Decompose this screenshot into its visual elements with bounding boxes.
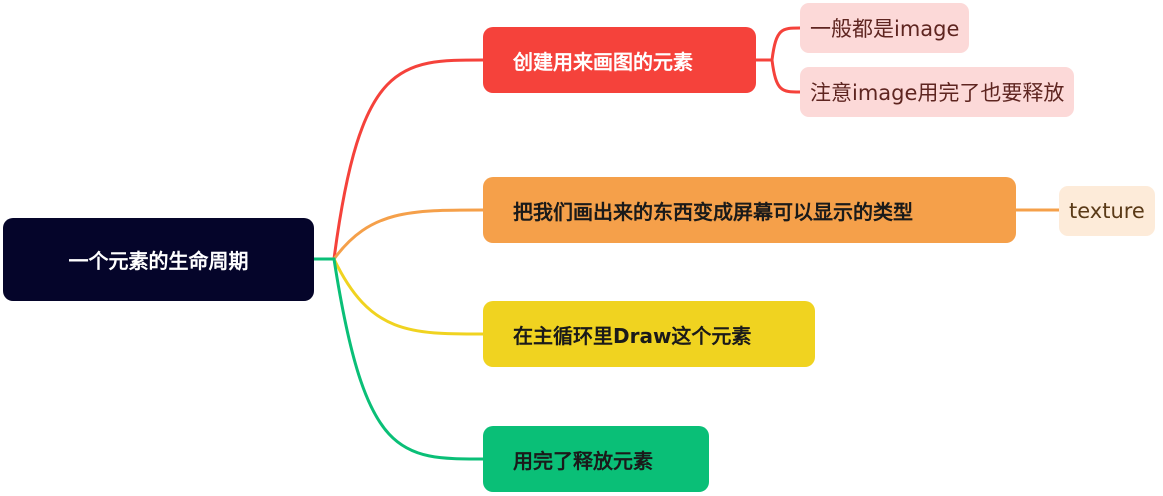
root-node[interactable]: 一个元素的生命周期: [3, 218, 314, 301]
connector-branch-1: [314, 58, 484, 261]
branch-node-label: 创建用来画图的元素: [513, 49, 693, 74]
connector-branch-3: [314, 257, 484, 336]
branch-node-label: 在主循环里Draw这个元素: [513, 323, 752, 348]
root-node-label: 一个元素的生命周期: [68, 249, 249, 273]
branch-node-draw-in-loop[interactable]: 在主循环里Draw这个元素: [483, 301, 815, 367]
leaf-node-label: texture: [1069, 199, 1145, 223]
leaf-node-texture[interactable]: texture: [1059, 186, 1155, 236]
connector-branch-4: [314, 257, 484, 461]
connector-leaf-1: [756, 26, 801, 62]
leaf-node-label: 注意image用完了也要释放: [810, 81, 1065, 105]
leaf-node-usually-image[interactable]: 一般都是image: [800, 3, 970, 53]
connector-branch-2: [314, 208, 484, 261]
branch-node-convert-to-texture[interactable]: 把我们画出来的东西变成屏幕可以显示的类型: [483, 177, 1016, 243]
branch-node-label: 用完了释放元素: [513, 448, 653, 473]
connector-leaf-2: [756, 58, 801, 94]
branch-node-label: 把我们画出来的东西变成屏幕可以显示的类型: [513, 199, 913, 224]
leaf-node-release-image[interactable]: 注意image用完了也要释放: [800, 67, 1075, 117]
branch-node-create-element[interactable]: 创建用来画图的元素: [483, 27, 756, 93]
branch-node-release-element[interactable]: 用完了释放元素: [483, 426, 709, 492]
leaf-node-label: 一般都是image: [810, 17, 960, 41]
